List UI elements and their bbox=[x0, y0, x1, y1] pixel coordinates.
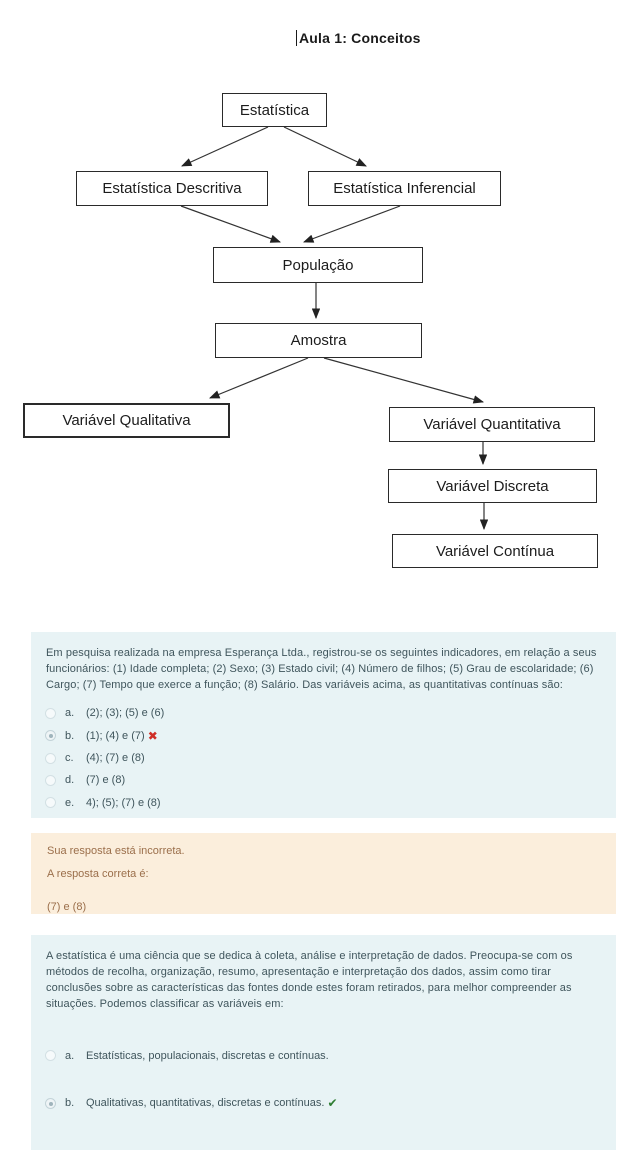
option-letter: b. bbox=[65, 1096, 75, 1109]
concepts-flowchart: Estatística Estatística Descritiva Estat… bbox=[23, 93, 598, 568]
question-2-text: A estatística é uma ciência que se dedic… bbox=[46, 950, 573, 1011]
radio-button[interactable] bbox=[45, 775, 56, 786]
flowchart-node-amostra: Amostra bbox=[215, 323, 422, 358]
flowchart-node-estatistica: Estatística bbox=[222, 93, 327, 127]
page-title-text: Aula 1: Conceitos bbox=[299, 30, 421, 46]
flowchart-node-variavel-quantitativa: Variável Quantitativa bbox=[389, 407, 595, 442]
option-label[interactable]: (1); (4) e (7) bbox=[86, 729, 145, 742]
flowchart-node-variavel-discreta: Variável Discreta bbox=[388, 469, 597, 503]
question-1-options: a. (2); (3); (5) e (6) b. (1); (4) e (7)… bbox=[31, 706, 616, 809]
text-cursor bbox=[296, 30, 297, 46]
radio-button-selected[interactable] bbox=[45, 1097, 56, 1109]
question-2-options: a. Estatísticas, populacionais, discreta… bbox=[31, 1049, 616, 1111]
flowchart-node-variavel-qualitativa: Variável Qualitativa bbox=[23, 403, 230, 438]
radio-button[interactable] bbox=[45, 797, 56, 809]
flowchart-node-estatistica-descritiva: Estatística Descritiva bbox=[76, 171, 268, 206]
option-letter: b. bbox=[65, 729, 75, 742]
option-label[interactable]: 4); (5); (7) e (8) bbox=[86, 796, 161, 809]
feedback-correct-answer: (7) e (8) bbox=[47, 900, 87, 913]
question-2-option-a[interactable]: a. Estatísticas, populacionais, discreta… bbox=[45, 1049, 616, 1063]
option-label[interactable]: (4); (7) e (8) bbox=[86, 752, 145, 765]
radio-button[interactable] bbox=[45, 708, 56, 720]
question-1-option-c[interactable]: c. (4); (7) e (8) bbox=[45, 751, 616, 765]
feedback-incorrect-line: Sua resposta está incorreta. bbox=[47, 845, 185, 857]
option-label[interactable]: Qualitativas, quantitativas, discretas e… bbox=[86, 1096, 325, 1109]
radio-button-selected[interactable] bbox=[45, 730, 56, 742]
option-letter: c. bbox=[65, 752, 74, 765]
radio-button[interactable] bbox=[45, 752, 56, 764]
feedback-block: Sua resposta está incorreta. A resposta … bbox=[31, 833, 616, 914]
option-letter: a. bbox=[65, 1049, 75, 1062]
flowchart-node-variavel-continua: Variável Contínua bbox=[392, 534, 598, 568]
flowchart-node-estatistica-inferencial: Estatística Inferencial bbox=[308, 171, 501, 206]
radio-button[interactable] bbox=[45, 1050, 56, 1062]
question-1-option-e[interactable]: e. 4); (5); (7) e (8) bbox=[45, 796, 616, 810]
feedback-content: Sua resposta está incorreta. A resposta … bbox=[31, 833, 616, 926]
correct-icon: ✔ bbox=[327, 1096, 338, 1111]
page-title: Aula 1: Conceitos bbox=[296, 30, 421, 46]
question-2-option-b[interactable]: b. Qualitativas, quantitativas, discreta… bbox=[45, 1096, 616, 1110]
option-label[interactable]: Estatísticas, populacionais, discretas e… bbox=[86, 1049, 329, 1062]
question-2-block: A estatística é uma ciência que se dedic… bbox=[31, 935, 616, 1150]
lesson-page: { "doc": { "title": "Aula 1: Conceitos" … bbox=[23, 30, 616, 1150]
option-letter: d. bbox=[65, 774, 75, 787]
incorrect-icon: ✖ bbox=[147, 728, 158, 743]
question-1-text: Em pesquisa realizada na empresa Esperan… bbox=[46, 647, 597, 692]
option-label[interactable]: (2); (3); (5) e (6) bbox=[86, 707, 165, 720]
flowchart-arrows bbox=[180, 126, 489, 531]
question-1-option-a[interactable]: a. (2); (3); (5) e (6) bbox=[45, 706, 616, 720]
flowchart-node-populacao: População bbox=[213, 247, 423, 283]
question-1-option-d[interactable]: d. (7) e (8) bbox=[45, 773, 616, 787]
question-1-option-b[interactable]: b. (1); (4) e (7) ✖ bbox=[45, 729, 616, 743]
option-letter: e. bbox=[65, 796, 75, 809]
option-label[interactable]: (7) e (8) bbox=[86, 774, 126, 787]
feedback-correct-intro: A resposta correta é: bbox=[47, 868, 149, 881]
option-letter: a. bbox=[65, 707, 75, 720]
question-1-block: Em pesquisa realizada na empresa Esperan… bbox=[31, 632, 616, 818]
